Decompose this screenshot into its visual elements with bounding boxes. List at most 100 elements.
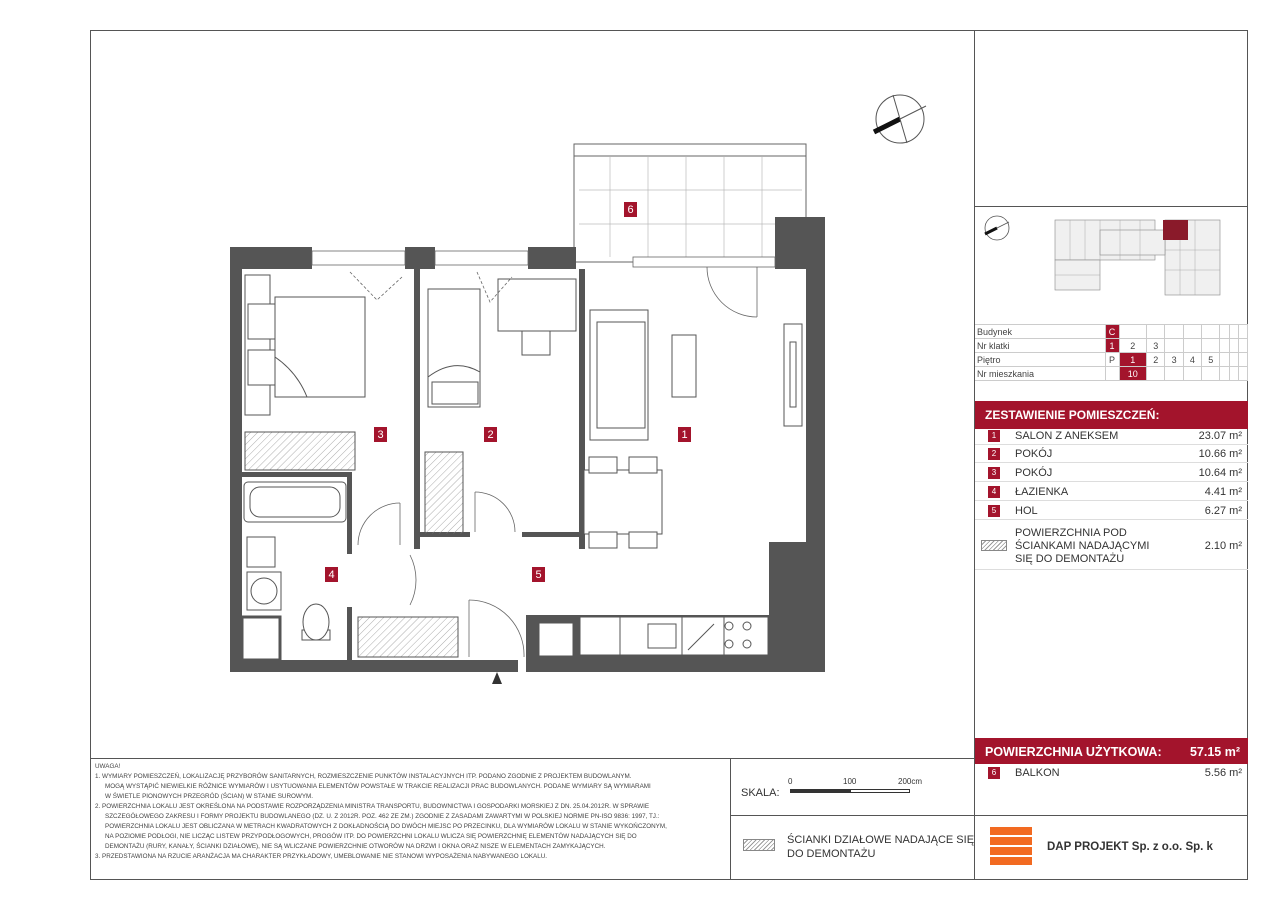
floor-row: Piętro P 1 2 3 4 5 [975,352,1249,367]
notes-block: Uwaga! 1. Wymiary pomieszczeń, lokalizac… [95,762,725,862]
demolition-label-line3: SIĘ DO DEMONTAŻU [1015,553,1125,565]
room-name: POKÓJ [1015,448,1053,460]
room-row-3: 3 POKÓJ 10.64 m² [975,464,1248,482]
room-number: 5 [988,505,1000,517]
room-number: 3 [988,467,1000,479]
room-row-4: 4 ŁAZIENKA 4.41 m² [975,483,1248,501]
company-divider [975,815,1248,816]
building-value: C [1104,324,1120,339]
key-plan [984,215,1221,296]
staircase-2: 2 [1118,338,1148,353]
note-2e: demontażu (rury, kanały, ścianki działow… [105,843,606,850]
building-label: Budynek [975,324,1106,339]
windows [311,250,776,268]
staircase-label: Nr klatki [975,338,1106,353]
panel-divider [974,30,975,880]
note-2: 2. Powierzchnia lokalu jest określona na… [95,803,650,810]
scale-tick-200: 200cm [898,777,923,786]
interior-areas [240,615,576,662]
note-1: 1. Wymiary pomieszczeń, lokalizację przy… [95,773,632,780]
building-row: Budynek C [975,324,1249,339]
room-labels: 1 2 3 4 5 6 [325,202,691,582]
scale-tick-100: 100 [843,777,857,786]
hatch-swatch-icon [981,540,1007,551]
note-2b: szczegółowego zakresu i formy projektu b… [105,813,660,820]
north-arrow-icon [872,94,927,144]
room-area: 10.66 m² [1198,448,1242,460]
room-row-2: 2 POKÓJ 10.66 m² [975,445,1248,463]
notes-divider [90,758,975,759]
svg-text:2: 2 [487,429,493,441]
scale-legend-divider [730,815,975,816]
staircase-row: Nr klatki 1 2 3 [975,338,1249,353]
demolition-area-value: 2.10 m² [1204,540,1242,552]
room-name: BALKON [1015,767,1060,779]
svg-text:6: 6 [627,204,633,216]
scale-tick-0: 0 [788,777,793,786]
company-name: DAP PROJEKT Sp. z o.o. Sp. k [1047,841,1213,853]
room-area: 10.64 m² [1198,467,1242,479]
floor-1: 1 [1118,352,1148,367]
apartment-number-row: Nr mieszkania 10 [975,366,1249,381]
apartment-info-table: Budynek C Nr klatki 1 2 3 Piętro P 1 2 3… [975,324,1249,381]
scale-label: SKALA: [741,787,780,799]
room-row-1: 1 SALON Z ANEKSEM 23.07 m² [975,427,1248,445]
apartment-number-value: 10 [1118,366,1148,381]
doors [349,266,758,658]
note-2c: powierzchnia lokalu jest obliczana w met… [105,823,667,830]
demolition-label-line2: ŚCIANKAMI NADAJĄCYMI [1015,540,1150,552]
room-area: 6.27 m² [1204,505,1242,517]
entrance-arrow-icon [492,672,502,684]
room-number: 4 [988,486,1000,498]
room-area: 5.56 m² [1204,767,1242,779]
svg-text:3: 3 [377,429,383,441]
note-1b: Mogą wystąpić niewielkie różnice wymiaró… [105,783,651,790]
key-plan-selected-unit [1163,220,1188,240]
room-name: POKÓJ [1015,467,1053,479]
floor-4: 4 [1182,352,1203,367]
company-logo-icon [990,827,1032,865]
floor-5: 5 [1201,352,1221,367]
note-1c: w świetle pionowych przegród (ścian) w s… [105,793,314,800]
balcony-area [573,143,807,263]
staircase-1: 1 [1104,338,1120,353]
usable-area-value: 57.15 m² [1189,745,1240,759]
room-number: 2 [988,448,1000,460]
demolition-label-line1: POWIERZCHNIA POD [1015,527,1127,539]
svg-text:4: 4 [328,569,334,581]
room-row-5: 5 HOL 6.27 m² [975,502,1248,520]
demolition-area-row: POWIERZCHNIA POD ŚCIANKAMI NADAJĄCYMI SI… [975,522,1248,570]
legend-line1: ŚCIANKI DZIAŁOWE NADAJĄCE SIĘ [787,834,975,846]
notes-scale-divider [730,758,731,880]
room-name: ŁAZIENKA [1015,486,1069,498]
apartment-number-label: Nr mieszkania [975,366,1106,381]
usable-area-bar: POWIERZCHNIA UŻYTKOWA: 57.15 m² [975,738,1248,764]
svg-text:1: 1 [681,429,687,441]
scale-bar [790,789,910,793]
keyplan-top-line [975,206,1248,207]
key-plan-north-icon [984,215,1010,241]
floor-p: P [1104,352,1120,367]
room-area: 23.07 m² [1198,430,1242,442]
furniture [243,274,803,658]
floor-3: 3 [1164,352,1184,367]
sheet-frame [90,30,1248,880]
note-2d: na poziomie podłogi, nie licząc listew p… [105,833,637,840]
legend-line2: DO DEMONTAŻU [787,848,876,860]
room-area: 4.41 m² [1204,486,1242,498]
staircase-3: 3 [1146,338,1166,353]
room-number: 6 [988,767,1000,779]
room-name: SALON Z ANEKSEM [1015,430,1119,442]
floor-2: 2 [1146,352,1166,367]
floor-plan: 1 2 3 4 5 6 [230,94,927,684]
rooms-header: ZESTAWIENIE POMIESZCZEŃ: [975,401,1248,429]
usable-area-label: POWIERZCHNIA UŻYTKOWA: [985,745,1162,759]
floor-label: Piętro [975,352,1106,367]
room-number: 1 [988,430,1000,442]
room-name: HOL [1015,505,1038,517]
legend-text: ŚCIANKI DZIAŁOWE NADAJĄCE SIĘ DO DEMONTA… [787,833,974,861]
legend-hatch-icon [743,839,775,851]
balcony-row: 6 BALKON 5.56 m² [975,764,1248,782]
svg-text:5: 5 [535,569,541,581]
notes-title: Uwaga! [95,763,121,770]
